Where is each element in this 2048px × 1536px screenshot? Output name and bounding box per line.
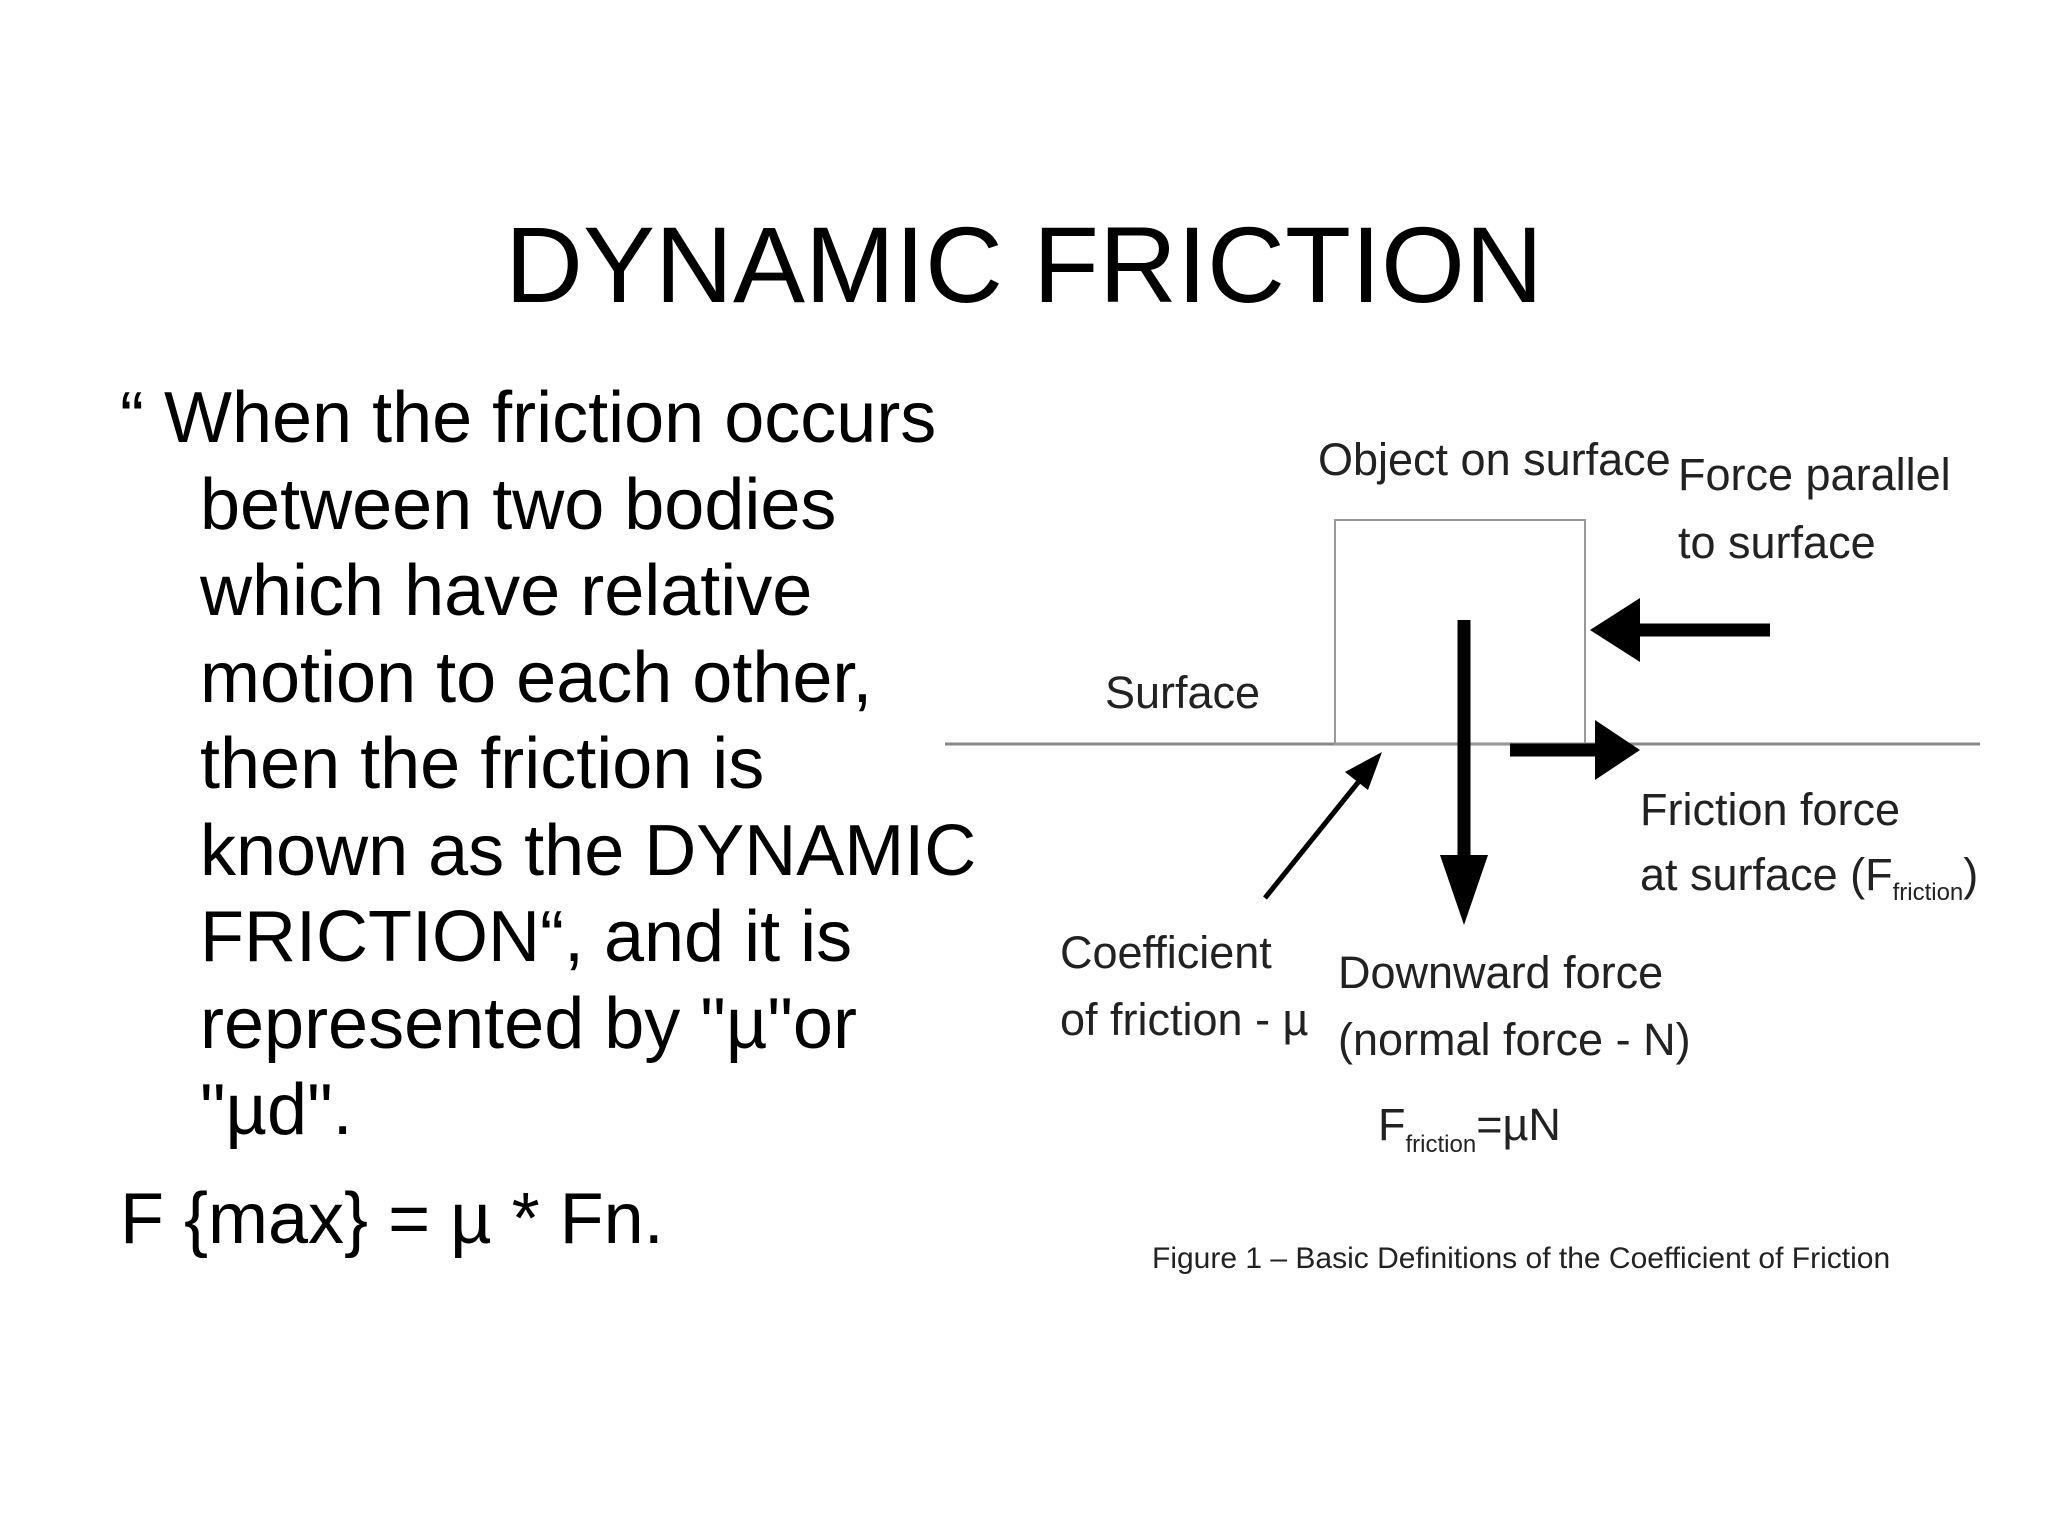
slide-title: DYNAMIC FRICTION	[505, 204, 1543, 325]
label-downward-line1: Downward force	[1338, 947, 1663, 998]
equation-prefix: F	[1378, 1099, 1406, 1150]
equation-subscript: friction	[1406, 1131, 1477, 1158]
label-friction-force-line1: Friction force	[1640, 784, 1900, 835]
friction-diagram: Object on surface Force parallel to surf…	[945, 434, 1980, 1275]
label-coefficient-line1: Coefficient	[1060, 927, 1272, 978]
label-surface: Surface	[1105, 667, 1260, 718]
label-downward-line2: (normal force - N)	[1338, 1014, 1691, 1065]
definition-text: “ When the friction occurs between two b…	[120, 378, 977, 1150]
figure-caption: Figure 1 – Basic Definitions of the Coef…	[1152, 1242, 1890, 1275]
label-friction-force-line2: at surface (Ffriction)	[1640, 849, 1978, 906]
label-force-parallel-line1: Force parallel	[1678, 449, 1951, 500]
applied-force-arrow	[1590, 598, 1770, 662]
friction-force-subscript: friction	[1893, 879, 1964, 906]
friction-force-arrow	[1510, 720, 1640, 780]
label-coefficient-line2: of friction - µ	[1060, 994, 1309, 1045]
coefficient-pointer-arrow	[1263, 752, 1382, 900]
equation-friction: Ffriction=µN	[1378, 1099, 1561, 1158]
body-text: “ When the friction occurs between two b…	[120, 375, 980, 1262]
friction-force-suffix: )	[1963, 849, 1978, 900]
equation-suffix: =µN	[1476, 1099, 1561, 1150]
formula-text: F {max} = µ * Fn.	[120, 1178, 664, 1259]
normal-force-arrow	[1440, 620, 1488, 925]
label-object-on-surface: Object on surface	[1318, 434, 1671, 485]
friction-force-prefix: at surface (F	[1640, 849, 1893, 900]
label-force-parallel-line2: to surface	[1678, 517, 1876, 568]
